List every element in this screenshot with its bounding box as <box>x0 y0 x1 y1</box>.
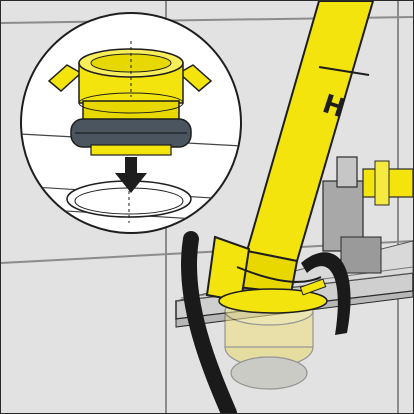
insert-down-arrow <box>115 157 147 193</box>
yellow-fitting <box>47 41 213 156</box>
magnified-detail-circle <box>20 12 242 234</box>
black-cable <box>181 231 237 413</box>
yellow-strap-wrench: H <box>235 1 375 295</box>
connector-on-rail <box>218 278 328 314</box>
rubber-strap-loop <box>301 252 351 335</box>
valve-assembly <box>302 156 413 274</box>
